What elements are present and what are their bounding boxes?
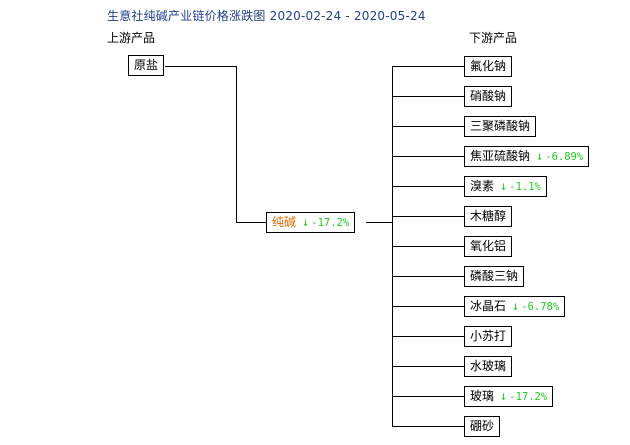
connector-line (236, 222, 266, 223)
down-arrow-icon: ↓ (536, 148, 544, 163)
branch-line (392, 156, 464, 157)
downstream-node[interactable]: 水玻璃 (464, 356, 513, 377)
branch-line (392, 186, 464, 187)
upstream-node[interactable]: 原盐 (128, 55, 165, 76)
branch-line (392, 246, 464, 247)
branch-line (392, 96, 464, 97)
downstream-node[interactable]: 硼砂 (464, 416, 501, 437)
down-arrow-icon: ↓ (500, 388, 508, 403)
upstream-label: 上游产品 (107, 31, 156, 45)
center-node-label: 纯碱 (272, 215, 297, 229)
downstream-node-label: 硝酸钠 (470, 89, 507, 103)
branch-line (392, 366, 464, 367)
downstream-node-label: 氧化铝 (470, 239, 507, 253)
downstream-node[interactable]: 磷酸三钠 (464, 266, 525, 287)
downstream-label: 下游产品 (469, 31, 518, 45)
center-change: ↓-17.2% (302, 214, 350, 229)
branch-line (392, 426, 464, 427)
downstream-node-label: 小苏打 (470, 329, 507, 343)
branch-line (392, 216, 464, 217)
downstream-node-label: 溴素 (470, 179, 495, 193)
down-arrow-icon: ↓ (302, 214, 310, 229)
connector-line (366, 222, 393, 223)
branch-line (392, 66, 464, 67)
downstream-node-label: 木糖醇 (470, 209, 507, 223)
center-node[interactable]: 纯碱 ↓-17.2% (266, 212, 356, 233)
down-arrow-icon: ↓ (500, 178, 508, 193)
downstream-change: ↓-6.78% (512, 298, 560, 313)
branch-line (392, 396, 464, 397)
downstream-node[interactable]: 木糖醇 (464, 206, 513, 227)
downstream-node-label: 焦亚硫酸钠 (470, 149, 531, 163)
downstream-node[interactable]: 小苏打 (464, 326, 513, 347)
downstream-node[interactable]: 氟化钠 (464, 56, 513, 77)
branch-line (392, 126, 464, 127)
downstream-node[interactable]: 玻璃 ↓-17.2% (464, 386, 554, 407)
branch-line (392, 306, 464, 307)
down-arrow-icon: ↓ (512, 298, 520, 313)
downstream-node-label: 氟化钠 (470, 59, 507, 73)
downstream-node[interactable]: 冰晶石 ↓-6.78% (464, 296, 566, 317)
upstream-node-label: 原盐 (134, 58, 159, 72)
downstream-node-label: 冰晶石 (470, 299, 507, 313)
connector-line (236, 66, 237, 223)
connector-line (165, 66, 237, 67)
branch-line (392, 276, 464, 277)
downstream-node[interactable]: 焦亚硫酸钠 ↓-6.89% (464, 146, 590, 167)
chart-title: 生意社纯碱产业链价格涨跌图 2020-02-24 - 2020-05-24 (107, 9, 426, 23)
downstream-node[interactable]: 氧化铝 (464, 236, 513, 257)
downstream-node[interactable]: 溴素 ↓-1.1% (464, 176, 547, 197)
downstream-node-label: 玻璃 (470, 389, 495, 403)
downstream-node-label: 水玻璃 (470, 359, 507, 373)
downstream-change: ↓-1.1% (500, 178, 541, 193)
downstream-change: ↓-17.2% (500, 388, 548, 403)
downstream-change: ↓-6.89% (536, 148, 584, 163)
downstream-node-label: 三聚磷酸钠 (470, 119, 531, 133)
branch-line (392, 336, 464, 337)
downstream-node[interactable]: 三聚磷酸钠 (464, 116, 537, 137)
downstream-node-label: 硼砂 (470, 419, 495, 433)
downstream-node[interactable]: 硝酸钠 (464, 86, 513, 107)
downstream-node-label: 磷酸三钠 (470, 269, 519, 283)
